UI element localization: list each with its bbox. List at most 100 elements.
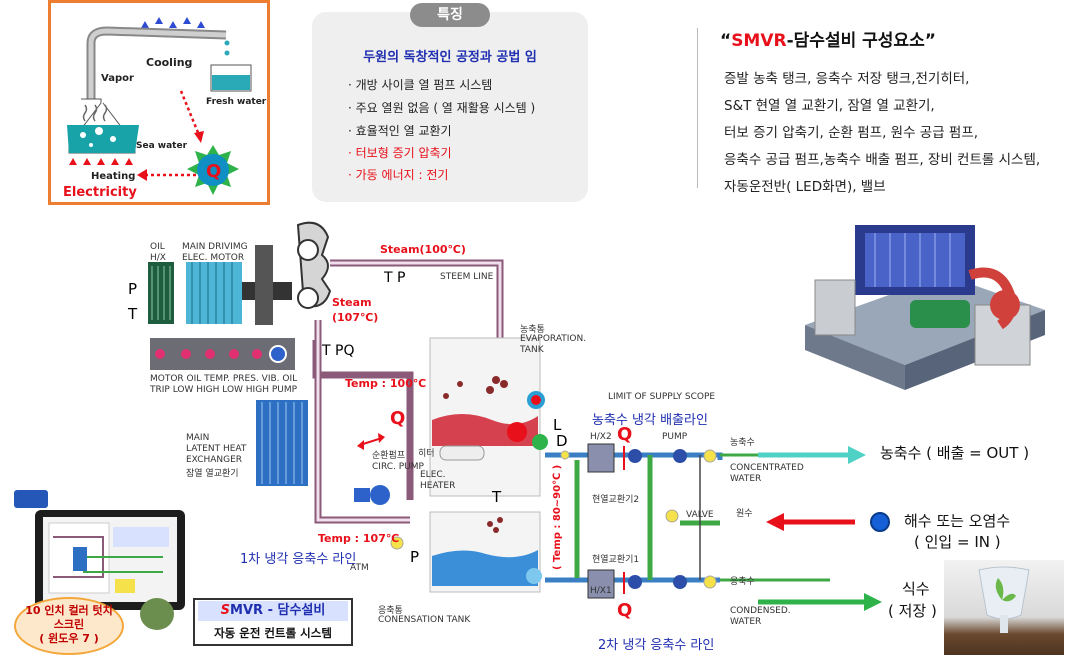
components-line: 증발 농축 탱크, 응축수 저장 탱크,전기히터, bbox=[724, 71, 970, 87]
cond-water-en1-label: CONDENSED. bbox=[730, 606, 791, 616]
temp-107-label: Temp : 107℃ bbox=[318, 532, 400, 545]
sea-water-label: Sea water bbox=[136, 141, 188, 151]
circ-pump-kr: 순환펌프 bbox=[372, 451, 406, 461]
cond-water-kr-label: 응축수 bbox=[730, 577, 755, 587]
main-hx-label-4: 잠열 열교환기 bbox=[186, 469, 239, 479]
d-label: D bbox=[556, 432, 568, 450]
hx1-label: H/X1 bbox=[590, 586, 612, 596]
drinking-label-1: 식수 bbox=[902, 580, 930, 598]
heating-label: Heating bbox=[91, 171, 135, 182]
conc-en1-label: CONCENTRATED bbox=[730, 463, 804, 473]
smvr-title: SMVR - 담수설비 bbox=[198, 601, 348, 621]
hx2-label: H/X2 bbox=[590, 432, 612, 442]
steam-107-value: (107℃) bbox=[332, 311, 379, 324]
q-evap: Q bbox=[390, 408, 406, 429]
drinking-water-image bbox=[944, 560, 1064, 655]
conc-en2-label: WATER bbox=[730, 474, 762, 484]
circ-pump-en: CIRC. PUMP bbox=[372, 462, 424, 472]
circulation-pump bbox=[370, 485, 390, 505]
fresh-water-label: Fresh water bbox=[206, 97, 267, 107]
tpq-label: T PQ bbox=[322, 343, 355, 359]
seawater-dot bbox=[870, 512, 890, 532]
main-motor-label: MAIN DRIVIMG ELEC. MOTOR bbox=[182, 242, 248, 263]
computer-icon bbox=[14, 490, 48, 508]
touch-screen-bubble bbox=[14, 597, 124, 655]
latent-heat-exchanger bbox=[256, 400, 308, 486]
l-label: L bbox=[553, 416, 562, 434]
motor-row1: MOTOR OIL TEMP. PRES. VIB. OIL bbox=[150, 374, 298, 384]
smvr-subtitle: 자동 운전 컨트롤 시스템 bbox=[214, 626, 332, 640]
hx2-kr-label: 현열교환기2 bbox=[592, 495, 640, 505]
feature-item: · 터보형 증기 압축기 bbox=[348, 146, 452, 160]
feature-item: · 효율적인 열 교환기 bbox=[348, 124, 452, 138]
electric-heater bbox=[439, 445, 485, 461]
features-panel bbox=[312, 12, 588, 202]
feature-item: · 주요 열원 없음 ( 열 재활용 시스템 ) bbox=[348, 101, 536, 115]
svg-text:Q: Q bbox=[206, 161, 221, 182]
heating-arrows bbox=[69, 158, 133, 165]
principle-panel: Vapor Cooling Fresh water Sea water Heat… bbox=[48, 0, 270, 205]
touch-screen-display bbox=[43, 517, 177, 602]
electricity-label: Electricity bbox=[63, 185, 137, 200]
desalination-unit-image bbox=[805, 225, 1045, 390]
drinking-label-2: ( 저장 ) bbox=[888, 602, 937, 620]
components-title: “SMVR-담수설비 구성요소” bbox=[720, 31, 936, 51]
p-label: P bbox=[128, 280, 138, 298]
evaporation-tank bbox=[429, 337, 541, 497]
atm-label: ATM bbox=[350, 563, 369, 573]
conc-kr-label: 농축수 bbox=[730, 438, 755, 448]
heater-en1: ELEC. bbox=[420, 470, 446, 480]
seawater-label-2: ( 인입 = IN ) bbox=[914, 533, 1001, 551]
touch-screen-label: 10 인치 컬러 텃치 스크린 ( 윈도우 7 ) bbox=[25, 604, 113, 645]
cool-out-label: 농축수 냉각 배출라인 bbox=[592, 413, 708, 428]
evap-en2-label: TANK bbox=[520, 345, 544, 355]
hx1-kr-label: 현열교환기1 bbox=[592, 555, 640, 565]
steem-line-label: STEEM LINE bbox=[440, 272, 494, 282]
feature-item: · 개방 사이클 열 펌프 시스템 bbox=[348, 78, 493, 92]
heat-q-star: Q bbox=[187, 145, 239, 195]
raw-water-label: 원수 bbox=[736, 509, 753, 519]
valve-label: VALVE bbox=[686, 510, 714, 520]
main-motor bbox=[186, 262, 242, 324]
components-line: 터보 증기 압축기, 순환 펌프, 원수 공급 펌프, bbox=[724, 125, 979, 141]
features-headline: 두원의 독창적인 공정과 공법 임 bbox=[363, 50, 537, 65]
t-label: T bbox=[128, 305, 138, 323]
hx2 bbox=[587, 443, 615, 473]
components-line: 응축수 공급 펌프,농축수 배출 펌프, 장비 컨트롤 시스템, bbox=[724, 152, 1041, 168]
principle-diagram: Vapor Cooling Fresh water Sea water Heat… bbox=[63, 17, 267, 200]
components-line: S&T 현열 열 교환기, 잠열 열 교환기, bbox=[724, 98, 935, 114]
cooling-label: Cooling bbox=[146, 56, 192, 69]
steam-107-label: Steam bbox=[332, 296, 372, 309]
cond-tank-en: CONENSATION TANK bbox=[378, 615, 471, 625]
line1-label: 1차 냉각 응축수 라인 bbox=[240, 552, 357, 567]
main-hx-label-1: MAIN bbox=[186, 433, 210, 443]
heater-en2: HEATER bbox=[420, 481, 456, 491]
q-hx1: Q bbox=[617, 600, 633, 621]
vapor-label: Vapor bbox=[101, 73, 134, 84]
temp-100-label: Temp : 100℃ bbox=[345, 377, 427, 390]
feature-item: · 가동 에너지 : 전기 bbox=[348, 168, 449, 182]
cond-tank-kr: 응축통 bbox=[378, 606, 403, 616]
heater-kr: 히터 bbox=[418, 449, 435, 459]
temp-range-label: ( Temp : 80~90℃ ) bbox=[552, 464, 563, 570]
limit-label: LIMIT OF SUPPLY SCOPE bbox=[608, 392, 716, 402]
pump-label: PUMP bbox=[662, 432, 688, 442]
features-tag: 특징 bbox=[410, 3, 490, 27]
line2-label: 2차 냉각 응축수 라인 bbox=[598, 638, 715, 653]
cond-water-en2-label: WATER bbox=[730, 617, 762, 627]
vapor-arrows bbox=[141, 17, 205, 28]
components-line: 자동운전반( LED화면), 밸브 bbox=[724, 179, 886, 195]
evap-en-label: EVAPORATION. bbox=[520, 334, 587, 344]
t2-label: T bbox=[492, 488, 502, 506]
main-hx-label-3: EXCHANGER bbox=[186, 455, 243, 465]
steam-100-label: Steam(100℃) bbox=[380, 243, 466, 256]
p2-label: P bbox=[410, 548, 420, 566]
seawater-label-1: 해수 또는 오염수 bbox=[904, 512, 1011, 530]
pumps bbox=[628, 449, 687, 589]
hx1 bbox=[587, 569, 615, 599]
tp-label: T P bbox=[384, 270, 406, 286]
q-hx2: Q bbox=[617, 424, 633, 445]
evap-kr-label: 농축통 bbox=[520, 325, 545, 335]
motor-row2: TRIP LOW HIGH LOW HIGH PUMP bbox=[150, 385, 298, 395]
